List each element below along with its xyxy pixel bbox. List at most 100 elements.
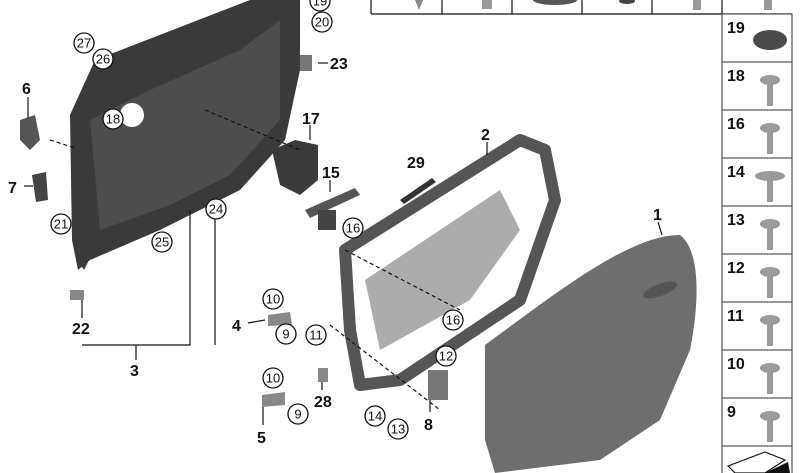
plug-icon: [619, 0, 635, 4]
part-17[interactable]: [272, 140, 318, 195]
fastener-shank-icon: [767, 276, 773, 298]
circled-callout-10: 10: [262, 288, 284, 310]
leader-lines: [24, 62, 663, 425]
svg-text:9: 9: [727, 404, 736, 421]
svg-text:16: 16: [446, 313, 460, 328]
circled-callout-10: 10: [262, 367, 284, 389]
circled-callout-20: 20: [311, 11, 333, 33]
svg-text:18: 18: [727, 68, 745, 85]
parts-cell-14[interactable]: 14: [721, 157, 793, 207]
door-outer-skin[interactable]: [485, 235, 697, 473]
part-28[interactable]: [318, 368, 328, 382]
svg-text:14: 14: [727, 164, 745, 181]
circled-callout-26: 26: [92, 48, 114, 70]
callout-label-4: 4: [232, 318, 241, 335]
callout-label-7: 7: [8, 180, 17, 197]
callout-label-23: 23: [330, 56, 348, 73]
part-29[interactable]: [400, 178, 436, 204]
circled-callout-14: 14: [364, 405, 386, 427]
circled-callout-25: 25: [151, 231, 173, 253]
parts-cell-18[interactable]: 18: [721, 61, 793, 111]
circled-callout-21: 21: [50, 213, 72, 235]
fastener-shank-icon: [767, 324, 773, 346]
parts-cell-12[interactable]: 12: [721, 253, 793, 303]
callout-label-8: 8: [424, 417, 433, 434]
part-7[interactable]: [32, 172, 48, 202]
svg-text:18: 18: [106, 112, 120, 127]
fastener-head-icon: [760, 411, 780, 421]
callout-label-29: 29: [407, 155, 425, 172]
gasket-shape-icon: [726, 451, 787, 473]
fastener-head-icon: [760, 267, 780, 277]
circled-callout-11: 11: [305, 324, 327, 346]
circled-callout-16: 16: [342, 217, 364, 239]
circled-callout-18: 18: [102, 108, 124, 130]
part-4[interactable]: [268, 312, 292, 326]
svg-text:13: 13: [391, 422, 405, 437]
circled-callout-13: 13: [387, 418, 409, 440]
clip-icon: [693, 0, 701, 10]
parts-cell-19[interactable]: 19: [721, 13, 793, 63]
circled-callout-12: 12: [435, 345, 457, 367]
callout-label-1: 1: [653, 207, 662, 224]
fastener-head-icon: [760, 75, 780, 85]
svg-text:10: 10: [266, 292, 280, 307]
parts-cell-reference: [721, 445, 793, 473]
svg-text:9: 9: [282, 327, 289, 342]
callout-label-2: 2: [481, 127, 490, 144]
parts-cell-16[interactable]: 16: [721, 109, 793, 159]
svg-text:9: 9: [294, 407, 301, 422]
callout-label-22: 22: [72, 321, 90, 338]
parts-cell-11[interactable]: 11: [721, 301, 793, 351]
svg-text:20: 20: [315, 15, 329, 30]
svg-text:16: 16: [346, 221, 360, 236]
circled-callout-16: 16: [442, 309, 464, 331]
svg-text:19: 19: [313, 0, 327, 9]
small-parts: [20, 55, 448, 407]
nut-icon: [482, 0, 492, 9]
fastener-head-icon: [760, 315, 780, 325]
callout-label-6: 6: [22, 81, 31, 98]
svg-text:12: 12: [727, 260, 745, 277]
fastener-shank-icon: [767, 180, 773, 202]
top-parts-row: [370, 0, 792, 15]
circled-callout-9: 9: [275, 323, 297, 345]
svg-text:25: 25: [155, 235, 169, 250]
fastener-shank-icon: [767, 132, 773, 154]
circled-callout-9: 9: [287, 403, 309, 425]
svg-text:11: 11: [727, 308, 744, 325]
svg-text:14: 14: [368, 409, 382, 424]
parts-cell-9[interactable]: 9: [721, 397, 793, 447]
fastener-shank-icon: [767, 372, 773, 394]
svg-text:21: 21: [54, 217, 68, 232]
svg-text:11: 11: [309, 328, 323, 343]
callout-label-3: 3: [130, 363, 139, 380]
part-6[interactable]: [20, 115, 40, 150]
svg-text:27: 27: [77, 36, 91, 51]
part-23[interactable]: [300, 55, 312, 71]
fastener-shank-icon: [767, 228, 773, 250]
fastener-shank-icon: [767, 84, 773, 106]
part-22[interactable]: [70, 290, 84, 300]
part-5[interactable]: [262, 392, 285, 407]
fastener-head-icon: [760, 363, 780, 373]
circled-callout-27: 27: [73, 32, 95, 54]
cap-icon: [753, 30, 787, 50]
svg-text:12: 12: [439, 349, 453, 364]
callout-label-15: 15: [322, 165, 340, 182]
fastener-head-icon: [760, 123, 780, 133]
part-8[interactable]: [428, 370, 448, 400]
door-inner-panel[interactable]: [70, 0, 300, 270]
clip-icon: [764, 0, 772, 10]
parts-cell-13[interactable]: 13: [721, 205, 793, 255]
svg-text:24: 24: [209, 202, 223, 217]
callout-label-28: 28: [314, 394, 332, 411]
svg-text:10: 10: [266, 371, 280, 386]
svg-text:19: 19: [727, 20, 745, 37]
fastener-head-icon: [755, 171, 785, 181]
door-frame[interactable]: [339, 134, 561, 391]
parts-cell-10[interactable]: 10: [721, 349, 793, 399]
circled-callout-19: 19: [309, 0, 331, 12]
svg-text:10: 10: [727, 356, 745, 373]
